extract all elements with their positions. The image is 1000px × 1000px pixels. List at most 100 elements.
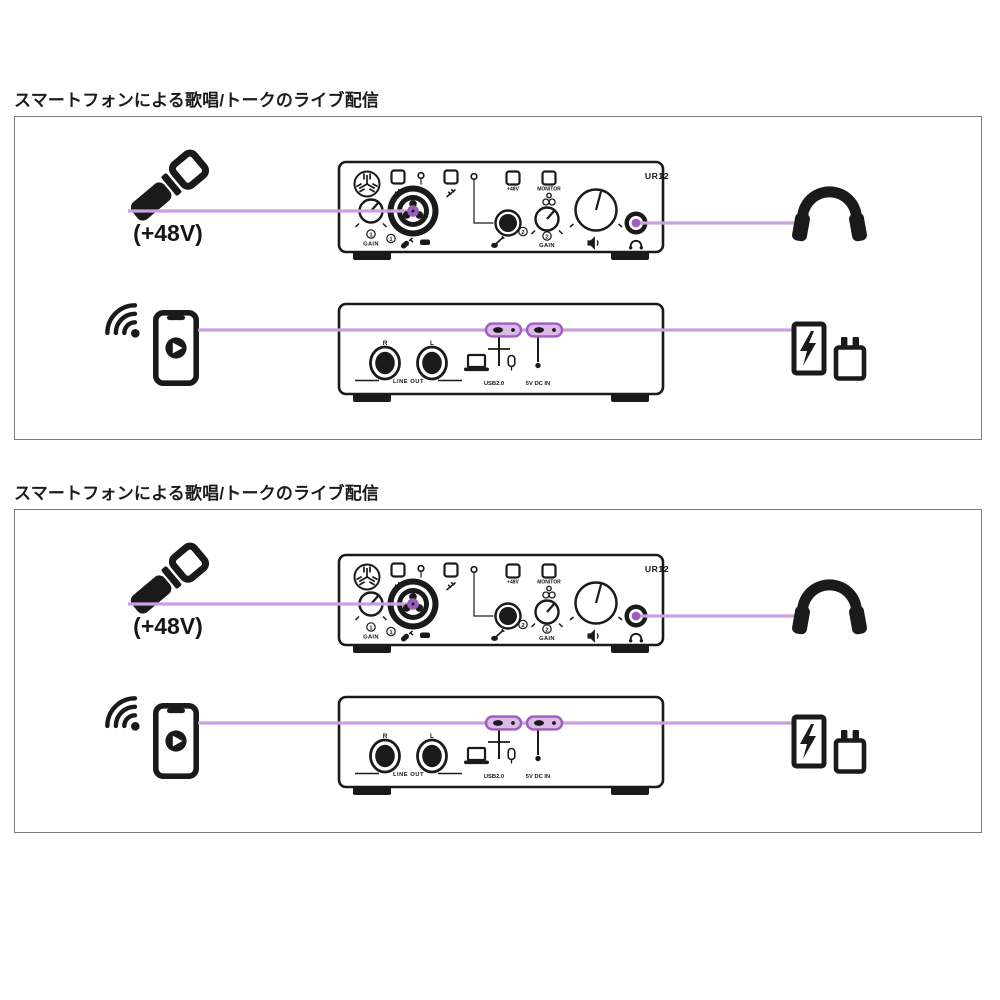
right-channel-label: R xyxy=(383,733,388,740)
section-title: スマートフォンによる歌唱/トークのライブ配信 xyxy=(14,91,380,110)
gain2-label: GAIN xyxy=(539,636,555,642)
input2-number: 2 xyxy=(521,230,524,236)
gain2-number: 2 xyxy=(545,627,548,633)
usb-cable-icon xyxy=(488,334,510,366)
input2-switch xyxy=(443,562,459,578)
phantom-voltage-label: (+48V) xyxy=(133,613,203,639)
yamaha-logo-icon xyxy=(353,563,381,591)
gain2-knob xyxy=(530,599,564,628)
headphones-icon xyxy=(792,579,867,635)
mic-symbol-icon xyxy=(401,237,414,249)
interface-rear-panel: R L LINE OUT xyxy=(337,302,665,402)
phantom-voltage-label: (+48V) xyxy=(133,220,203,246)
signal-row-bottom: R L LINE OUT xyxy=(105,695,867,795)
input1-number: 1 xyxy=(389,237,393,243)
phone-notch xyxy=(167,708,185,714)
stereo-link-icon xyxy=(542,198,556,206)
monitor-switch xyxy=(541,563,557,579)
headphones-icon xyxy=(792,186,867,242)
guitar-icon xyxy=(491,235,505,248)
phantom-switch xyxy=(505,563,521,579)
line-out-right-jack xyxy=(369,345,401,381)
mini-mic-icon xyxy=(507,354,516,371)
device-foot xyxy=(611,786,649,795)
signal-row-top: (+48V) xyxy=(128,542,867,653)
combo-plug xyxy=(402,200,424,219)
smartphone-icon xyxy=(153,702,200,780)
headphone-plug xyxy=(631,611,641,621)
input1-number-ring xyxy=(386,233,396,244)
usb-plug xyxy=(484,322,523,338)
mic-icon xyxy=(130,542,210,614)
gain2-knob xyxy=(530,206,564,235)
gain2-number-ring xyxy=(542,624,552,634)
input1-switch xyxy=(390,562,406,578)
guitar-icon xyxy=(491,628,505,641)
battery-pack-icon xyxy=(791,714,827,769)
device-foot xyxy=(611,393,649,402)
signal-row-bottom: R L LINE OUT xyxy=(105,302,867,402)
input2-switch xyxy=(443,169,459,185)
diagram-section: スマートフォンによる歌唱/トークのライブ配信 (+48V) xyxy=(0,86,1000,446)
output-level-knob xyxy=(569,581,623,625)
monitor-led xyxy=(546,585,552,592)
diagram-section: スマートフォンによる歌唱/トークのライブ配信 (+48V) xyxy=(0,479,1000,839)
device-foot xyxy=(353,786,391,795)
gain2-label: GAIN xyxy=(539,243,555,249)
usb-power-adapter-icon xyxy=(833,337,867,381)
interface-front-panel: 1 1 GAIN xyxy=(337,160,669,260)
output-level-knob xyxy=(569,188,623,232)
speaker-icon xyxy=(587,629,599,643)
brand-label: UR12 xyxy=(645,171,669,181)
peak-led-1 xyxy=(417,171,425,180)
line-out-left-jack xyxy=(416,345,448,381)
usb-power-adapter-icon xyxy=(833,730,867,774)
usb-plug xyxy=(484,715,523,731)
headphone-plug xyxy=(631,218,641,228)
monitor-switch xyxy=(541,170,557,186)
line-out-label: LINE OUT xyxy=(393,379,424,385)
diagram-box: (+48V) xyxy=(14,116,982,440)
phantom-switch-label: +48V xyxy=(507,187,519,193)
input2-switch-icon xyxy=(446,581,456,591)
signal-row-top: (+48V) xyxy=(128,149,867,260)
mic-symbol-icon xyxy=(401,630,414,642)
gain2-number: 2 xyxy=(545,234,548,240)
gain1-number: 1 xyxy=(369,232,373,238)
diagram-box: (+48V) xyxy=(14,509,982,833)
right-channel-label: R xyxy=(383,340,388,347)
monitor-switch-label: MONITOR xyxy=(537,580,561,586)
input2-number: 2 xyxy=(521,623,524,629)
input2-jack xyxy=(494,602,522,630)
device-foot xyxy=(353,251,391,260)
brand-label: UR12 xyxy=(645,564,669,574)
device-foot xyxy=(611,251,649,260)
device-foot xyxy=(611,644,649,653)
input1-number: 1 xyxy=(389,630,393,636)
phone-notch xyxy=(167,315,185,321)
input1-switch xyxy=(390,169,406,185)
wifi-icon xyxy=(105,696,140,731)
stereo-link-icon xyxy=(542,591,556,599)
phantom-switch-label: +48V xyxy=(507,580,519,586)
left-channel-label: L xyxy=(430,733,434,740)
input2-switch-icon xyxy=(446,188,456,198)
play-icon xyxy=(165,730,187,752)
yamaha-logo-icon xyxy=(353,170,381,198)
line-symbol-icon xyxy=(420,632,430,638)
input1-number-ring xyxy=(386,626,396,637)
input2-number-ring xyxy=(518,226,528,237)
battery-pack-icon xyxy=(791,321,827,376)
mic-icon xyxy=(130,149,210,221)
left-channel-label: L xyxy=(430,340,434,347)
combo-plug xyxy=(402,593,424,612)
gain1-number: 1 xyxy=(369,625,373,631)
speaker-icon xyxy=(587,236,599,250)
play-icon xyxy=(165,337,187,359)
gain1-number-ring xyxy=(366,622,376,632)
usb-cable-icon xyxy=(488,727,510,759)
laptop-icon xyxy=(464,353,489,372)
dc-port-label: 5V DC IN xyxy=(526,774,550,780)
gain1-number-ring xyxy=(366,229,376,239)
interface-rear-panel: R L LINE OUT xyxy=(337,695,665,795)
